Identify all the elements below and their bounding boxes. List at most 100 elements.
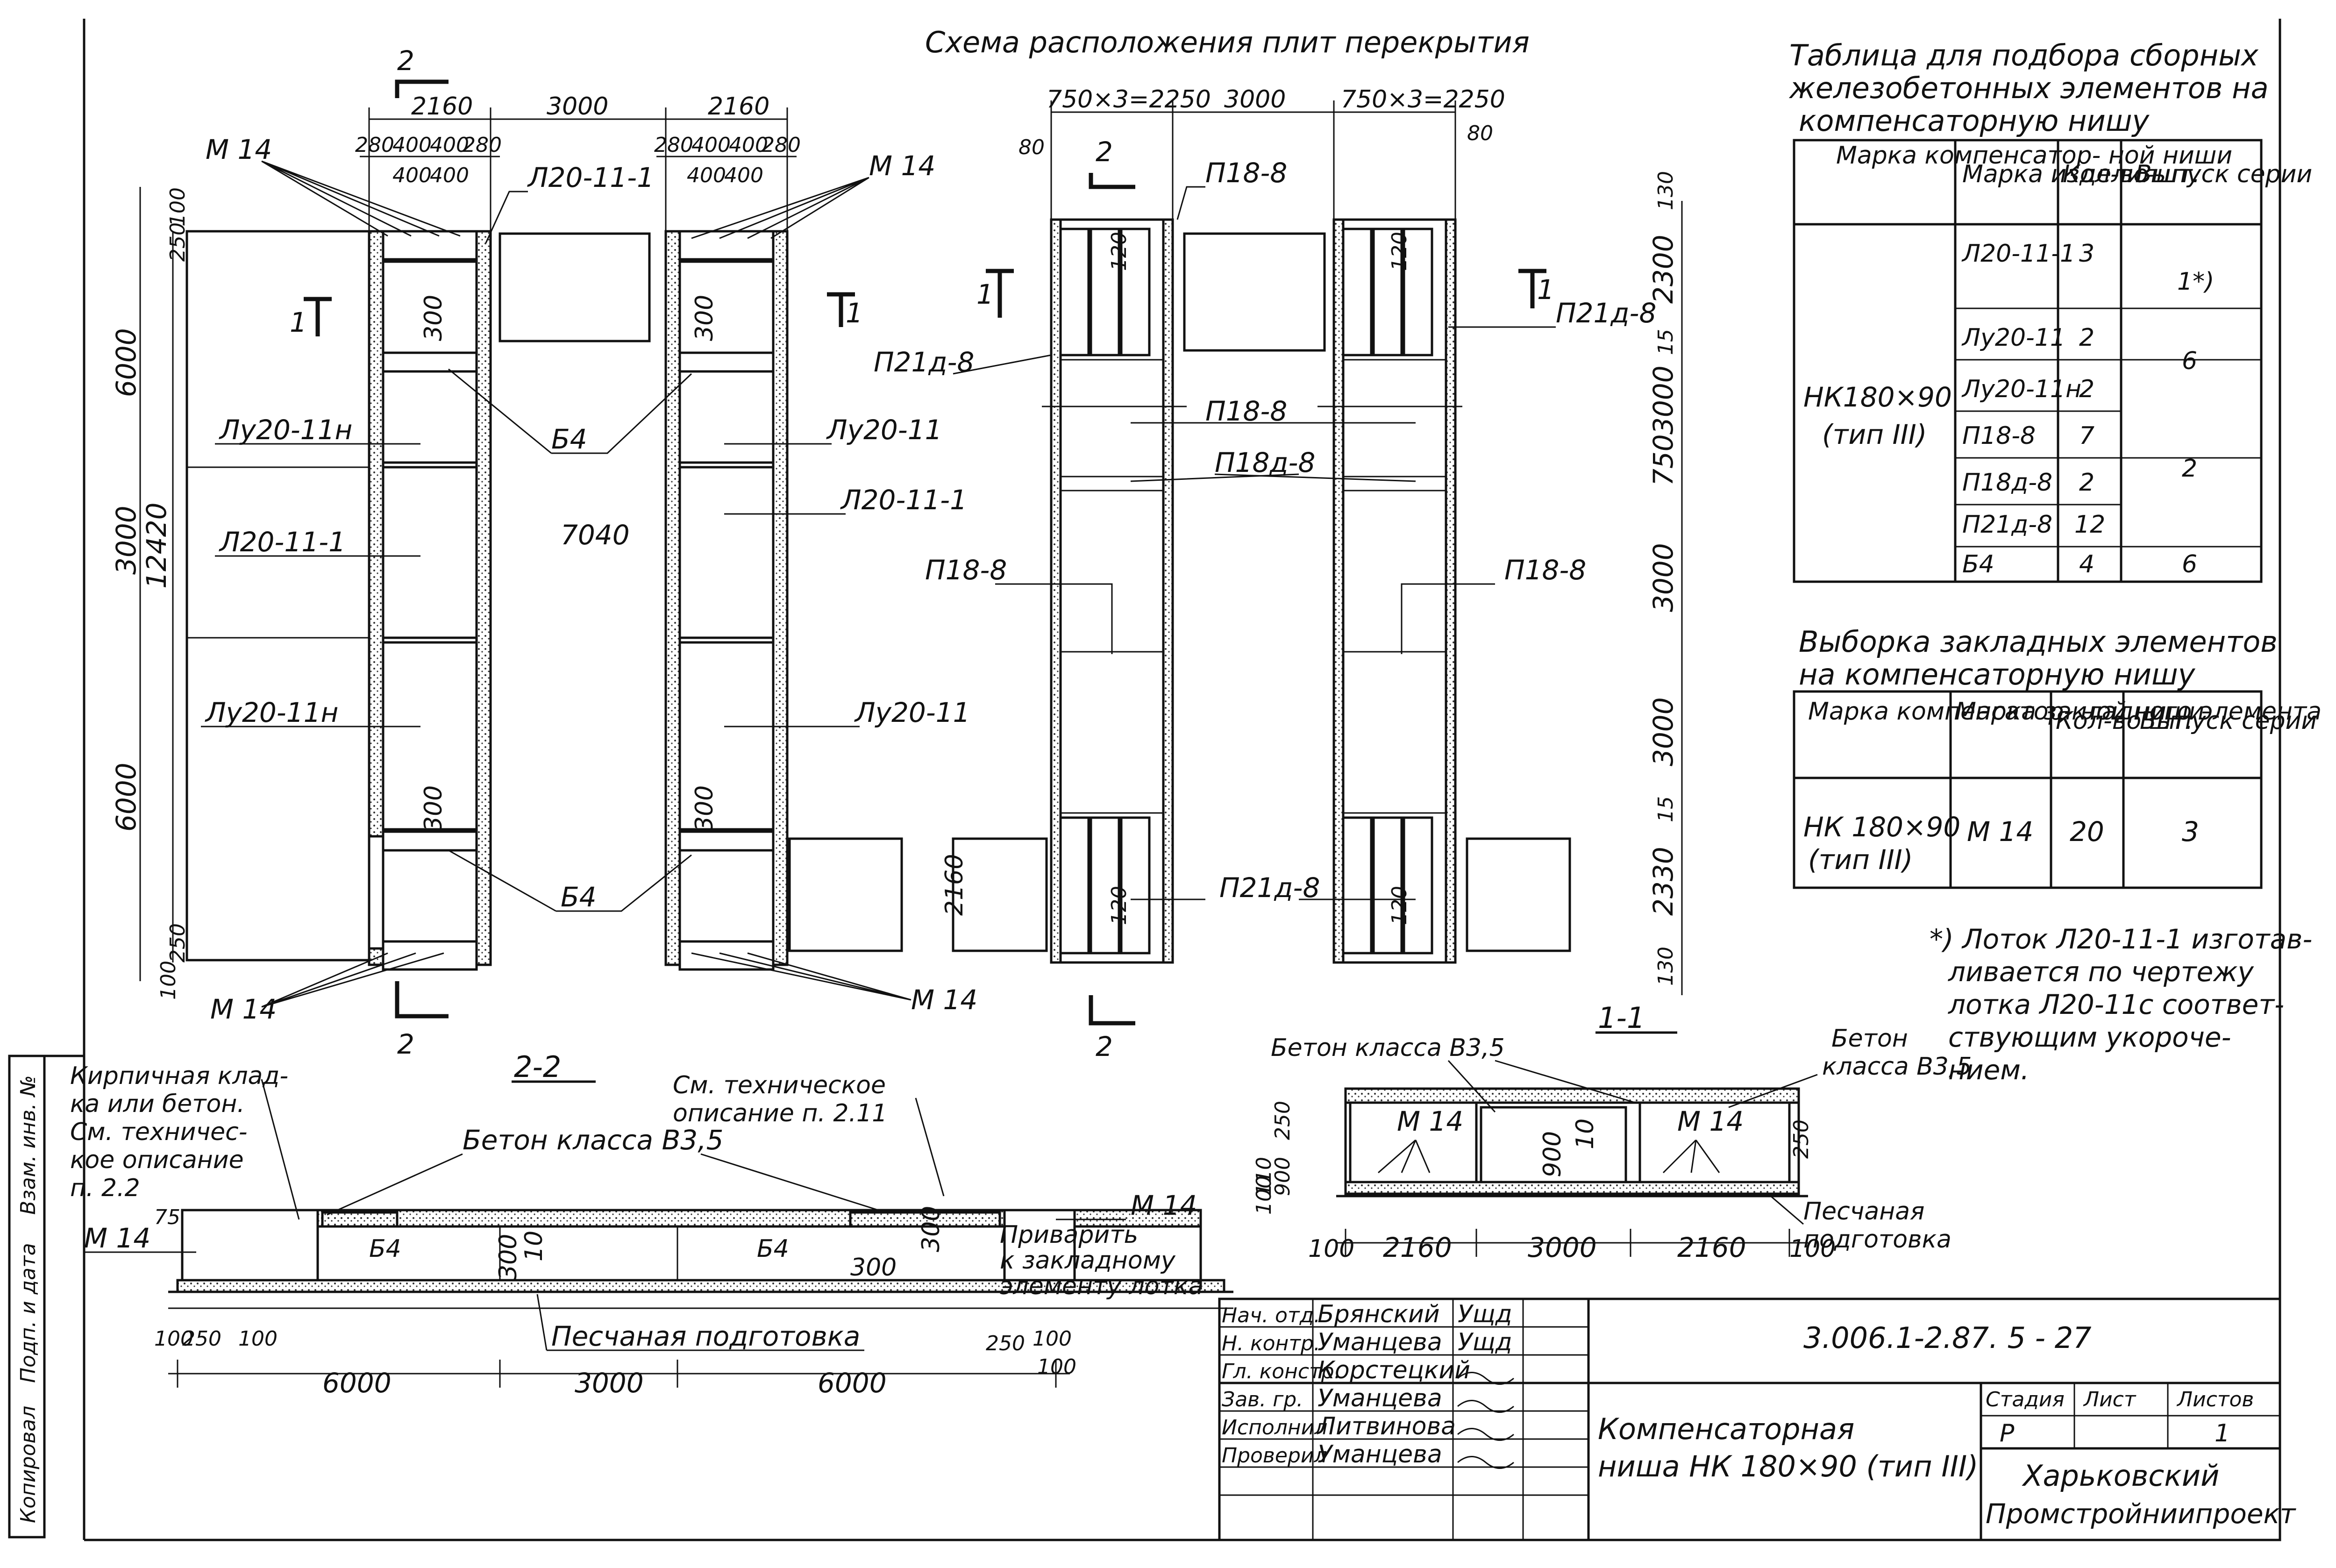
svg-text:6000: 6000 bbox=[818, 1367, 887, 1399]
svg-text:280: 280 bbox=[463, 133, 502, 157]
svg-text:6000: 6000 bbox=[110, 328, 142, 397]
label-lu20-11n-1: Лу20-11н bbox=[219, 414, 352, 446]
svg-text:6000: 6000 bbox=[322, 1367, 392, 1399]
svg-text:75: 75 bbox=[154, 1205, 180, 1229]
channel-d bbox=[1332, 218, 1457, 964]
svg-text:Нач. отд.: Нач. отд. bbox=[1222, 1304, 1320, 1327]
svg-text:400: 400 bbox=[392, 133, 432, 157]
title-block: 3.006.1-2.87. 5 - 27 Нач. отд. Н. контр.… bbox=[1218, 1297, 2297, 1541]
svg-text:Гл. констр.: Гл. констр. bbox=[1222, 1360, 1341, 1383]
side-strip-text-3: Взам. инв. № bbox=[16, 1075, 40, 1215]
svg-text:120: 120 bbox=[1107, 886, 1131, 925]
svg-text:400: 400 bbox=[724, 164, 763, 187]
svg-text:100: 100 bbox=[1308, 1235, 1354, 1263]
svg-text:Бетон класса В3,5: Бетон класса В3,5 bbox=[1271, 1034, 1505, 1062]
svg-text:3000: 3000 bbox=[1224, 86, 1286, 114]
svg-text:2160: 2160 bbox=[1383, 1232, 1452, 1263]
label-lu20-11-2: Лу20-11 bbox=[854, 697, 970, 728]
svg-text:900: 900 bbox=[1271, 1157, 1295, 1196]
drawing-name-1: Компенсаторная bbox=[1598, 1412, 1854, 1446]
svg-text:100: 100 bbox=[1789, 1235, 1836, 1263]
plan-right-dims: 130 2300 15 3000 750 3000 3000 15 2330 1… bbox=[1647, 171, 1683, 995]
svg-text:80: 80 bbox=[1467, 121, 1493, 145]
svg-text:3: 3 bbox=[2079, 240, 2094, 268]
svg-text:2: 2 bbox=[2079, 375, 2094, 403]
t1-niche-1: НК180×90 bbox=[1803, 381, 1952, 413]
svg-text:3000: 3000 bbox=[1647, 365, 1679, 435]
svg-text:280: 280 bbox=[355, 133, 394, 157]
t1-h1: Марка компенсатор- ной ниши bbox=[1836, 142, 2232, 170]
svg-text:100: 100 bbox=[157, 961, 180, 1000]
svg-text:250: 250 bbox=[986, 1332, 1025, 1355]
label-lu20-11n-2: Лу20-11н bbox=[205, 697, 338, 728]
svg-text:нием.: нием. bbox=[1948, 1054, 2030, 1086]
svg-text:Лу20-11н: Лу20-11н bbox=[1961, 375, 2081, 403]
svg-text:Л20-11-1: Л20-11-1 bbox=[1961, 240, 2075, 268]
svg-text:элементу лотка: элементу лотка bbox=[1000, 1272, 1203, 1300]
svg-text:*) Лоток Л20-11-1 изготав-: *) Лоток Л20-11-1 изготав- bbox=[1930, 923, 2312, 955]
svg-text:Приварить: Приварить bbox=[1000, 1221, 1138, 1249]
svg-text:300: 300 bbox=[691, 295, 719, 341]
svg-text:П18д-8: П18д-8 bbox=[1962, 469, 2052, 497]
svg-text:1: 1 bbox=[1537, 274, 1554, 306]
drawing-name-2: ниша НК 180×90 (тип III) bbox=[1598, 1449, 1978, 1483]
label-p18-8-mid: П18-8 bbox=[1205, 395, 1287, 427]
label-m14-br: М 14 bbox=[911, 984, 977, 1016]
plan-top-dims-right: 750×3=2250 3000 750×3=2250 80 80 bbox=[1018, 86, 1505, 220]
svg-text:Лист: Лист bbox=[2083, 1388, 2137, 1411]
svg-text:250: 250 bbox=[166, 923, 190, 962]
svg-text:2160: 2160 bbox=[411, 93, 473, 121]
svg-text:Ущд: Ущд bbox=[1458, 1300, 1512, 1328]
svg-text:900: 900 bbox=[1538, 1131, 1567, 1177]
channel-b bbox=[664, 230, 789, 971]
label-m14-tl: М 14 bbox=[206, 134, 272, 165]
table-1: Таблица для подбора сборных железобетонн… bbox=[1788, 38, 2312, 583]
svg-text:Песчаная: Песчаная bbox=[1803, 1197, 1924, 1226]
svg-text:80: 80 bbox=[1018, 135, 1045, 159]
label-p21d-8-r: П21д-8 bbox=[1556, 297, 1656, 329]
plan-title: Схема расположения плит перекрытия bbox=[925, 25, 1530, 59]
svg-text:2: 2 bbox=[1096, 1031, 1113, 1062]
label-l20-left: Л20-11-1 bbox=[219, 526, 346, 558]
svg-text:Уманцева: Уманцева bbox=[1318, 1328, 1442, 1356]
label-p21d-8-b: П21д-8 bbox=[1219, 872, 1320, 904]
svg-text:М 14: М 14 bbox=[1677, 1105, 1744, 1137]
svg-text:ствующим укороче-: ствующим укороче- bbox=[1948, 1021, 2231, 1053]
svg-text:кое описание: кое описание bbox=[70, 1146, 244, 1174]
svg-text:1: 1 bbox=[290, 306, 307, 338]
svg-text:280: 280 bbox=[762, 133, 801, 157]
svg-text:Ущд: Ущд bbox=[1458, 1328, 1512, 1356]
svg-text:400: 400 bbox=[691, 133, 731, 157]
section-2-2-title: 2-2 bbox=[514, 1050, 561, 1084]
svg-text:1: 1 bbox=[976, 278, 994, 310]
svg-text:Уманцева: Уманцева bbox=[1318, 1384, 1442, 1412]
svg-text:лотка Л20-11с соответ-: лотка Л20-11с соответ- bbox=[1948, 989, 2284, 1020]
svg-text:описание п. 2.11: описание п. 2.11 bbox=[673, 1099, 887, 1127]
svg-text:250: 250 bbox=[1789, 1119, 1813, 1159]
svg-text:ка или бетон.: ка или бетон. bbox=[70, 1090, 245, 1118]
label-p18-8-top: П18-8 bbox=[1205, 157, 1287, 189]
svg-text:6000: 6000 bbox=[110, 763, 142, 832]
svg-text:2: 2 bbox=[1096, 136, 1113, 168]
plan-top-dims-left: 2160 3000 2160 280 400 400 280 400 400 2… bbox=[355, 93, 801, 231]
svg-text:2160: 2160 bbox=[940, 854, 969, 916]
svg-text:3000: 3000 bbox=[1528, 1232, 1597, 1263]
svg-text:1: 1 bbox=[2215, 1419, 2230, 1447]
svg-text:2300: 2300 bbox=[1647, 235, 1679, 304]
label-b4-1: Б4 bbox=[551, 423, 587, 455]
svg-text:М 14: М 14 bbox=[1131, 1190, 1197, 1221]
svg-text:110: 110 bbox=[1252, 1157, 1276, 1196]
svg-text:2: 2 bbox=[2182, 455, 2197, 483]
label-p18-8-right: П18-8 bbox=[1504, 554, 1586, 586]
svg-text:130: 130 bbox=[1654, 171, 1678, 210]
label-b4-2: Б4 bbox=[561, 881, 597, 913]
svg-text:4: 4 bbox=[2079, 550, 2094, 578]
section-2-2-texts: Кирпичная клад- ка или бетон. См. технич… bbox=[70, 1062, 1203, 1399]
drawing-code: 3.006.1-2.87. 5 - 27 bbox=[1803, 1321, 2092, 1355]
svg-text:10: 10 bbox=[1571, 1119, 1599, 1149]
svg-text:(тип III): (тип III) bbox=[1808, 844, 1913, 876]
table-1-title-2: железобетонных элементов на bbox=[1788, 71, 2269, 105]
svg-text:3000: 3000 bbox=[575, 1367, 644, 1399]
svg-text:См. техническое: См. техническое bbox=[673, 1071, 886, 1099]
